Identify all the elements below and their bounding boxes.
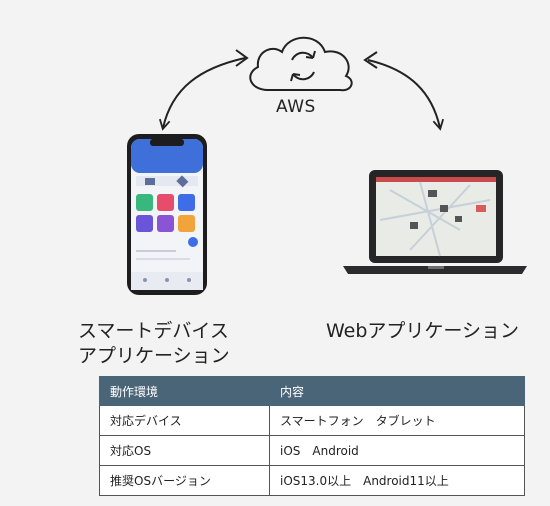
- aws-label: AWS: [276, 97, 316, 117]
- laptop-icon: [343, 170, 527, 274]
- smart-device-label-line2: アプリケーション: [78, 345, 230, 367]
- table-header-content: 内容: [269, 376, 525, 406]
- arrow-to-web: [367, 59, 445, 131]
- table-cell: iOS13.0以上 Android11以上: [269, 465, 525, 496]
- table-row: 対応デバイス スマートフォン タブレット: [99, 405, 525, 436]
- cloud-sync-icon: [249, 36, 353, 92]
- arrowhead-left-top: [235, 49, 249, 67]
- table-row: 推奨OSバージョン iOS13.0以上 Android11以上: [99, 465, 525, 496]
- arrowhead-right-top: [363, 51, 378, 69]
- arrow-to-smart-device: [159, 57, 246, 131]
- smart-device-label-line1: スマートデバイス: [78, 320, 229, 342]
- table-header-row: 動作環境 内容: [99, 376, 525, 406]
- table-cell: スマートフォン タブレット: [269, 405, 525, 436]
- table-cell: 推奨OSバージョン: [99, 465, 270, 496]
- table-cell: iOS Android: [269, 435, 525, 466]
- table-cell: 対応OS: [99, 435, 270, 466]
- table-row: 対応OS iOS Android: [99, 435, 525, 466]
- table-cell: 対応デバイス: [99, 405, 270, 436]
- table-header-env: 動作環境: [99, 376, 270, 406]
- smartphone-icon: [127, 134, 207, 295]
- environment-table: 動作環境 内容 対応デバイス スマートフォン タブレット 対応OS iOS An…: [99, 376, 525, 496]
- web-app-label: Webアプリケーション: [326, 320, 520, 342]
